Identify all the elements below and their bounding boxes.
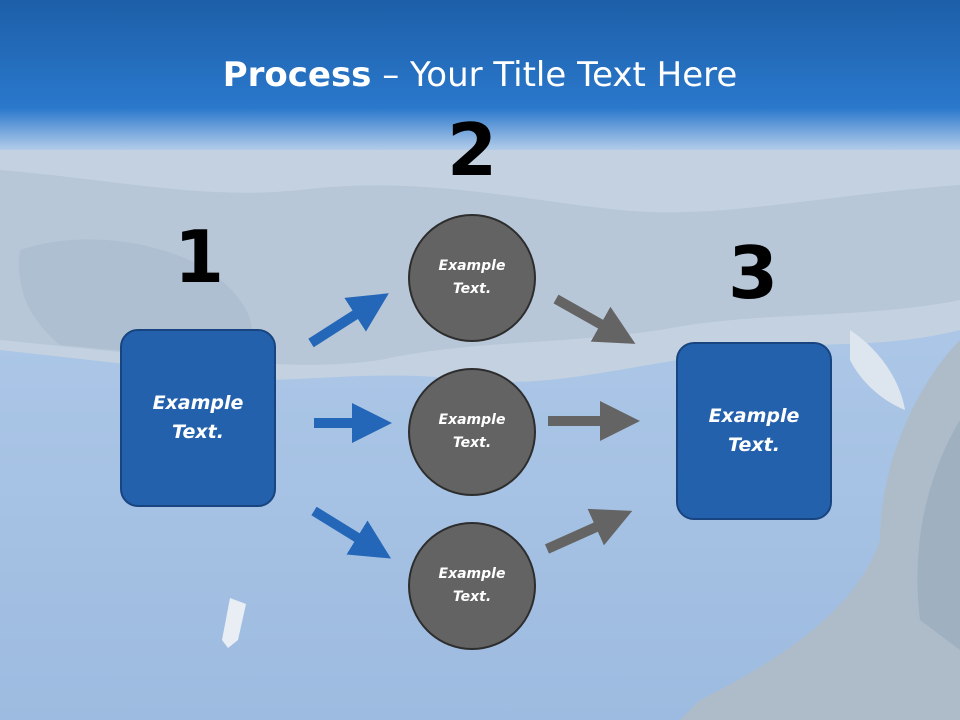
middle-circle-center[interactable]: Example Text. <box>408 368 536 496</box>
circle-text: Example Text. <box>438 258 506 297</box>
left-box-text: Example Text. <box>152 392 244 443</box>
circle-text: Example Text. <box>438 412 506 451</box>
title-banner <box>0 0 960 150</box>
slide-title: Process – Your Title Text Here <box>0 52 960 98</box>
circle-text: Example Text. <box>438 566 506 605</box>
step-number-2: 2 <box>446 108 498 192</box>
right-box-text: Example Text. <box>708 405 800 456</box>
right-process-box[interactable]: Example Text. <box>676 342 832 520</box>
step-number-1: 1 <box>173 215 225 299</box>
middle-circle-top[interactable]: Example Text. <box>408 214 536 342</box>
title-bold: Process <box>222 55 372 95</box>
middle-circle-bottom[interactable]: Example Text. <box>408 522 536 650</box>
left-process-box[interactable]: Example Text. <box>120 329 276 507</box>
title-rest: – Your Title Text Here <box>371 55 738 95</box>
step-number-3: 3 <box>727 231 779 315</box>
